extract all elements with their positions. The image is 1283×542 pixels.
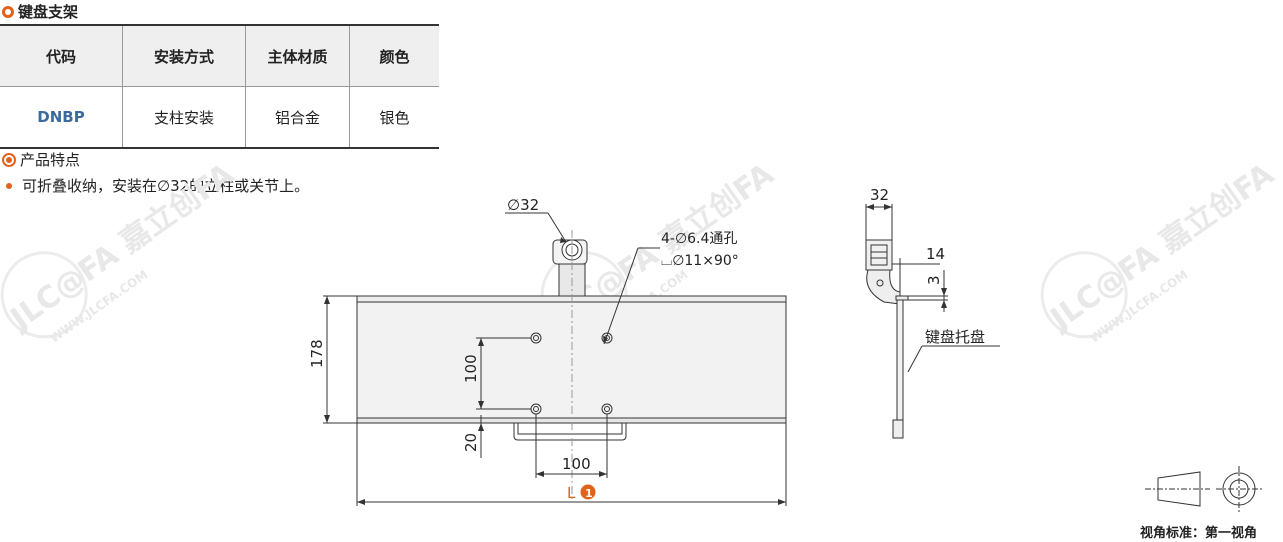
leader-tray — [907, 345, 923, 373]
table-row: DNBP 支柱安装 铝合金 银色 — [0, 86, 439, 149]
leader-hole-diag — [603, 247, 639, 345]
section-title-bracket: 键盘支架 — [2, 1, 78, 22]
dim-100v-label: 100 — [462, 354, 480, 383]
arrowhead — [536, 471, 544, 477]
feature-item: 可折叠收纳，安装在∅32的立柱或关节上。 — [6, 175, 309, 196]
watermark-brand: JLC@FA 嘉立创FA — [1043, 156, 1281, 337]
header-mount: 安装方式 — [122, 24, 246, 87]
note-badge — [580, 484, 596, 500]
header-color: 颜色 — [349, 24, 439, 87]
arrowhead — [324, 296, 330, 304]
arrowhead — [357, 499, 365, 505]
section-title-features: 产品特点 — [2, 149, 80, 170]
side-view — [865, 204, 1000, 439]
projection-cone — [1157, 471, 1201, 507]
dim-L-label: L — [567, 484, 576, 502]
arrowhead — [560, 237, 566, 243]
spec-table: 代码 安装方式 主体材质 颜色 DNBP 支柱安装 铝合金 银色 — [0, 24, 439, 149]
circle-bullet-icon — [2, 5, 14, 18]
section-title-text: 键盘支架 — [18, 3, 79, 21]
side-arrowheads — [866, 204, 947, 308]
feature-text: 可折叠收纳，安装在∅32的立柱或关节上。 — [22, 177, 310, 195]
hole-spec-label: 4-∅6.4通孔 — [661, 231, 737, 247]
tray-handle — [513, 423, 627, 441]
target-bullet-icon — [2, 152, 16, 167]
arrowhead — [778, 499, 786, 505]
arrowhead — [478, 423, 484, 431]
dim-178-label: 178 — [308, 339, 326, 368]
front-view — [323, 212, 787, 506]
arrowhead — [599, 471, 607, 477]
hole-inner — [604, 406, 610, 412]
arrowhead — [603, 336, 608, 344]
dot-bullet-icon — [6, 182, 12, 189]
cell-code: DNBP — [0, 86, 123, 149]
hole-inner — [533, 335, 539, 341]
arrowhead — [941, 288, 947, 296]
cell-material: 铝合金 — [245, 86, 350, 149]
arrowhead — [866, 204, 874, 210]
header-code: 代码 — [0, 24, 123, 87]
dim-100h-label: 100 — [562, 455, 591, 473]
pole-inner — [565, 243, 579, 257]
arrowhead — [941, 300, 947, 308]
clamp-detail — [870, 244, 888, 266]
watermark-brand: JLC@FA 嘉立创FA — [3, 156, 241, 337]
dim-20-label: 20 — [462, 433, 480, 452]
projection-symbol — [1145, 466, 1262, 512]
table-header-row: 代码 安装方式 主体材质 颜色 — [0, 24, 439, 87]
projection-label: 视角标准：第一视角 — [1140, 525, 1257, 541]
side-handle — [892, 419, 904, 439]
arrowhead — [478, 338, 484, 346]
projection-circle-outer — [1222, 472, 1256, 506]
side-top-flange — [895, 295, 909, 301]
leader-pole-diag — [547, 212, 567, 243]
features-title-text: 产品特点 — [20, 151, 81, 169]
side-hinge — [866, 269, 901, 305]
cell-mount: 支柱安装 — [122, 86, 246, 149]
dim-32-label: 32 — [870, 186, 889, 204]
arrowhead — [324, 415, 330, 423]
arrowhead — [884, 204, 892, 210]
counterbore-label: ⌴∅11×90° — [661, 253, 739, 269]
side-tray-plate — [896, 299, 904, 421]
dim-14-label: 14 — [926, 245, 945, 263]
arrowheads — [324, 237, 786, 505]
dim-3-label: 3 — [925, 275, 943, 285]
header-material: 主体材质 — [245, 24, 350, 87]
tray-handle-inner — [517, 423, 623, 435]
hinge-pin — [876, 279, 884, 287]
cell-color: 银色 — [349, 86, 439, 149]
hole — [601, 332, 613, 344]
pole-diameter-label: ∅32 — [507, 196, 539, 214]
arrowhead — [478, 401, 484, 409]
tray-label: 键盘托盘 — [925, 328, 985, 346]
note-number: 1 — [585, 487, 593, 500]
hole-inner — [533, 406, 539, 412]
